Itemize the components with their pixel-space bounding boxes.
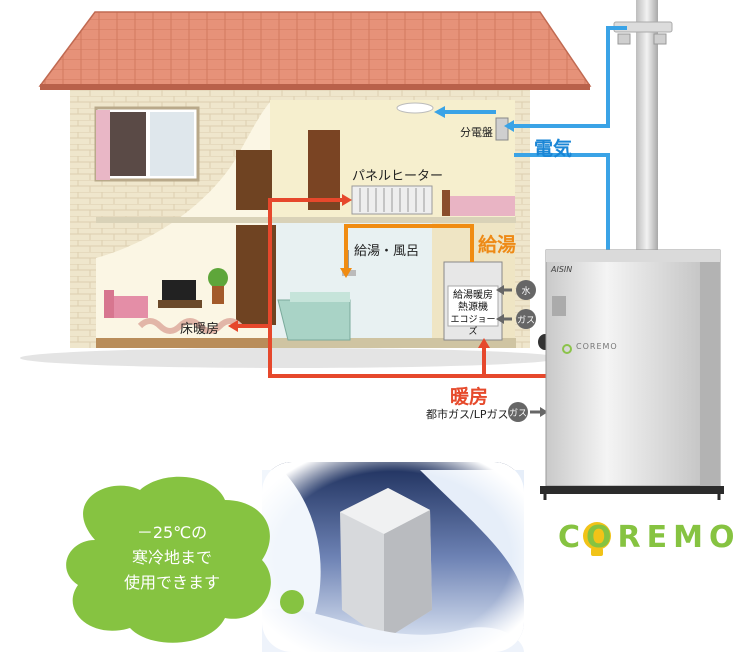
heat-source-line2: 熱源機	[458, 302, 488, 313]
roof	[38, 11, 592, 87]
ground-floor	[96, 338, 516, 348]
unit-base	[540, 486, 724, 494]
unit-logo-label: COREMO	[576, 342, 618, 351]
hot-water-line	[344, 224, 474, 268]
heating-line	[268, 198, 548, 378]
ceiling-light	[396, 102, 434, 114]
panel-heater-label: パネルヒーター	[352, 169, 444, 184]
bed	[442, 196, 515, 216]
gas-badge: ガス	[516, 309, 536, 329]
hot-water-bath-label: 給湯・風呂	[354, 244, 420, 259]
water-badge: 水	[516, 280, 536, 300]
heating-label: 暖房	[450, 386, 489, 408]
snow-photo	[262, 462, 524, 652]
upper-door	[308, 130, 340, 210]
bubble-line1: －25℃の	[136, 523, 208, 542]
city-gas-label: 都市ガス/LPガス	[426, 408, 509, 421]
distribution-board	[495, 117, 509, 141]
plant	[208, 268, 228, 288]
unit-brand-label: AISIN	[551, 265, 573, 274]
house-shadow	[20, 348, 560, 368]
bathtub	[277, 299, 351, 341]
heat-source-line1: 給湯暖房	[453, 290, 493, 301]
bubble-line2: 寒冷地まで	[131, 548, 212, 567]
sofa	[108, 296, 148, 318]
coremo-unit	[545, 249, 721, 487]
coremo-logo: COREMO	[558, 520, 741, 555]
bubble-tail-dot	[280, 590, 304, 614]
floor-slab	[96, 217, 516, 223]
floor-heating-label: 床暖房	[180, 322, 220, 337]
hot-water-supply-label: 給湯	[478, 234, 517, 256]
utility-pole	[636, 0, 658, 258]
electricity-label: 電気	[534, 138, 573, 160]
bubble-text: －25℃の 寒冷地まで 使用できます	[92, 520, 252, 595]
electric-line	[514, 153, 610, 258]
heat-source-label: 給湯暖房 熱源機 エコジョーズ	[448, 290, 498, 338]
logo-bulb-icon	[583, 522, 611, 556]
distribution-board-label: 分電盤	[460, 126, 493, 139]
city-gas-badge: ガス	[508, 402, 528, 422]
heat-source-line3: エコジョーズ	[450, 315, 496, 337]
speech-bubble	[66, 476, 271, 643]
bubble-line3: 使用できます	[123, 573, 220, 592]
tv	[162, 280, 196, 300]
floor-heating-coils	[137, 318, 243, 334]
